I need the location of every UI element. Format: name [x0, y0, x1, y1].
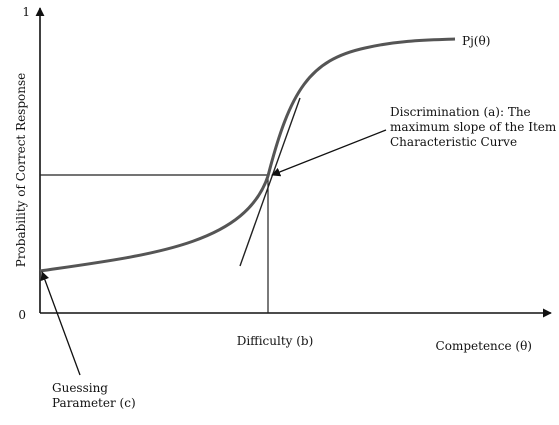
item-characteristic-curve — [39, 37, 456, 273]
discrimination-label-line-2: maximum slope of the Item — [390, 120, 557, 134]
curve-label: Pj(θ) — [462, 34, 490, 48]
discrimination-arrow — [271, 129, 387, 177]
guessing-label-line-2: Parameter (c) — [52, 396, 136, 410]
y-axis-label: Probability of Correct Response — [14, 73, 28, 268]
difficulty-label: Difficulty (b) — [237, 334, 314, 348]
y-tick-1: 1 — [22, 5, 30, 19]
guessing-arrow — [40, 271, 81, 376]
y-tick-0: 0 — [18, 308, 26, 322]
x-axis-label: Competence (θ) — [436, 339, 532, 353]
discrimination-label-line-1: Discrimination (a): The — [390, 105, 531, 119]
guessing-label-line-1: Guessing — [52, 381, 108, 395]
discrimination-label-line-3: Characteristic Curve — [390, 135, 517, 149]
slope-tangent-line — [239, 97, 301, 267]
